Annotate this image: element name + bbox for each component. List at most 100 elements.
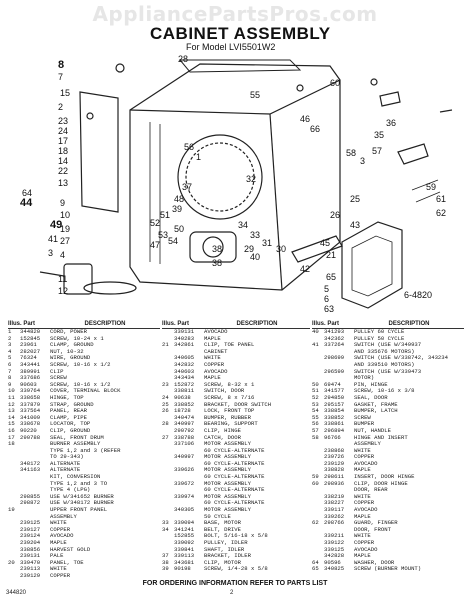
part-description: AND 339510 MOTORS) (354, 361, 415, 368)
callout: 1 (196, 152, 201, 162)
part-number: 338854 (324, 408, 345, 415)
callout: 34 (238, 220, 248, 230)
illus-number (8, 533, 20, 540)
illus-number: 19 (8, 507, 15, 514)
callout: 21 (326, 250, 336, 260)
callout: 59 (426, 182, 436, 192)
part-description: WHITE (354, 533, 371, 540)
parts-row: TYPE 4 (LPG) (8, 487, 160, 494)
illus-number (8, 461, 20, 468)
part-number: 338678 (20, 421, 41, 428)
part-number: 298766 (324, 520, 345, 527)
illus-number: 25 (162, 401, 169, 408)
illus-number: 39 (162, 566, 169, 573)
callout: 10 (60, 210, 70, 220)
illus-number (312, 467, 324, 474)
part-description: WIRE, GROUND (50, 355, 91, 362)
part-description: SEAL, FRONT DRUM (50, 434, 104, 441)
cabinet-top-edge (129, 79, 341, 115)
part-description: SWITCH, DOOR (204, 388, 245, 395)
callout: 62 (436, 208, 446, 218)
callout: 31 (262, 238, 272, 248)
callout: 41 (48, 234, 58, 244)
part-description: BUMPER (354, 421, 375, 428)
part-description: WHITE (204, 355, 221, 362)
illus-number: 8 (8, 375, 12, 382)
callout: 3 (360, 156, 365, 166)
part-number: 341577 (324, 388, 345, 395)
illus-number (312, 362, 324, 369)
callout: 55 (250, 90, 260, 100)
part-description: PIN, HINGE (354, 381, 388, 388)
callout: 42 (300, 264, 310, 274)
callout: 23 (58, 116, 68, 126)
part-number: 338227 (324, 500, 345, 507)
part-number: 341163 (20, 467, 41, 474)
part-number: 23961 (20, 342, 37, 349)
parts-row: 60 CYCLE-ALTERNATE (162, 487, 310, 494)
part-description: USE W/348172 BURNER (50, 500, 114, 507)
illus-number (8, 474, 20, 481)
illus-number (312, 533, 324, 540)
part-number: 338856 (20, 546, 41, 553)
illus-number (312, 448, 324, 455)
callout: 48 (174, 194, 184, 204)
part-description: SCREW (354, 414, 371, 421)
part-number: 239127 (20, 526, 41, 533)
illus-number (8, 487, 20, 494)
part-number: 338788 (174, 434, 195, 441)
ordering-footer: FOR ORDERING INFORMATION REFER TO PARTS … (142, 580, 328, 587)
illus-number: 56 (312, 421, 319, 428)
part-description: MOTOR ASSEMBLY (204, 454, 251, 461)
part-description: MOTOR ASSEMBLY (204, 467, 251, 474)
page-title: CABINET ASSEMBLY (150, 24, 331, 43)
part-number: 338852 (174, 401, 195, 408)
part-number: 296599 (324, 368, 345, 375)
part-description: PANEL, TOE (50, 559, 84, 566)
callout: 35 (374, 130, 384, 140)
part-description: WHITE (354, 447, 371, 454)
illus-number: 4 (8, 348, 12, 355)
part-description: 60 CYCLE-ALTERNATE (204, 460, 265, 467)
part-description: 50 CYCLE (204, 513, 231, 520)
illus-number: 54 (312, 408, 319, 415)
illus-number (162, 448, 174, 455)
part-description: WHITE (50, 566, 67, 573)
callout: 39 (172, 204, 182, 214)
parts-row: ASSEMBLY (8, 514, 160, 521)
part-description: SHAFT, IDLER (204, 546, 245, 553)
part-number: 339626 (174, 467, 195, 474)
document-code: 344820 (6, 590, 27, 596)
illus-number: 34 (162, 526, 169, 533)
part-number (174, 461, 204, 468)
parts-row: KIT, CONVERSION (8, 474, 160, 481)
header-illus-part: Illus. Part (312, 321, 340, 327)
part-number: 90596 (324, 559, 341, 566)
illus-number (8, 553, 20, 560)
illus-number (8, 500, 20, 507)
illus-number: 17 (8, 434, 15, 441)
parts-header: Illus. Part DESCRIPTION (312, 320, 464, 329)
part-description: ASSEMBLY (354, 441, 381, 448)
